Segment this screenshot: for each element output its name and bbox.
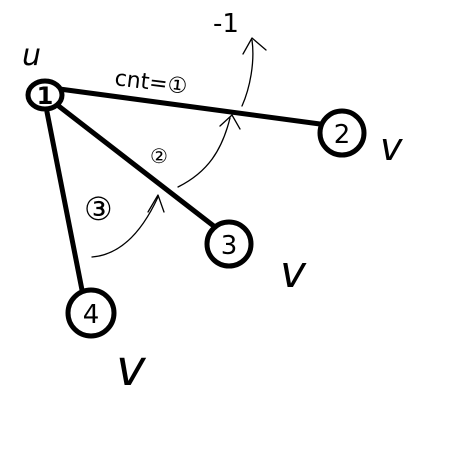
- arrowhead-to-minus-one: [242, 37, 267, 55]
- edge-1-2: [49, 85, 323, 127]
- node-3: 3: [204, 219, 254, 269]
- node-2-label: 2: [334, 120, 351, 150]
- child-v-label-2: v: [280, 247, 307, 298]
- child-v-label-1: v: [380, 125, 403, 169]
- child-v-label-3: v: [116, 339, 147, 397]
- arrowhead-2-to-cnt: [219, 114, 241, 130]
- minus-one-label: -1: [213, 9, 239, 39]
- node-4: 4: [65, 287, 117, 339]
- node-1: 1: [25, 78, 65, 112]
- node-1-label: 1: [37, 82, 54, 110]
- cnt-label: cnt=①: [113, 66, 188, 100]
- node-4-label: 4: [83, 300, 100, 330]
- node-3-label: 3: [221, 231, 238, 261]
- propagation-curve-up: [91, 39, 254, 258]
- node-2: 2: [317, 108, 367, 158]
- parent-u-label: u: [22, 38, 41, 73]
- edge-1-3: [53, 101, 218, 230]
- arrowhead-3-to-2: [147, 194, 165, 213]
- step-3-label: ③: [84, 190, 113, 228]
- step-2-label: ②: [150, 144, 168, 168]
- edge-1-4: [44, 109, 85, 293]
